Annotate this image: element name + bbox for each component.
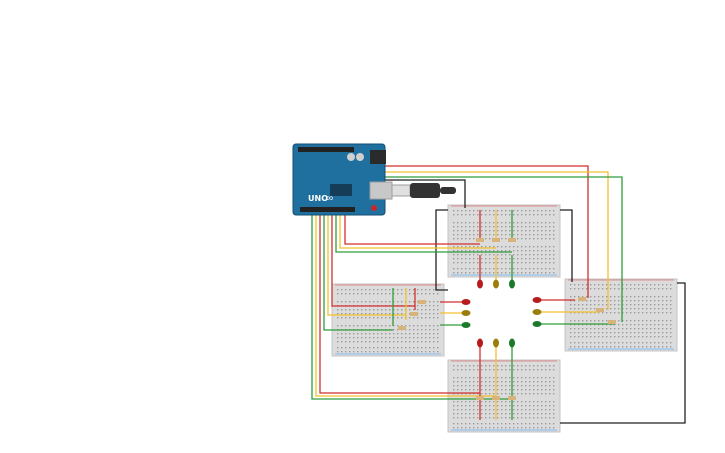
usb-port[interactable] (369, 181, 393, 200)
wire-red-south[interactable] (319, 212, 480, 394)
resistor[interactable] (492, 396, 500, 400)
resistor[interactable] (476, 238, 484, 242)
breadboard-holes (451, 360, 557, 431)
led-yellow-east[interactable] (532, 309, 542, 315)
capacitor (356, 153, 364, 161)
infinity-logo-icon: ∞ (326, 193, 333, 204)
led-red-north[interactable] (477, 279, 483, 289)
led-green-north[interactable] (509, 279, 515, 289)
breadboard-holes (568, 279, 674, 350)
usb-cable-plug[interactable] (391, 184, 411, 197)
resistor[interactable] (492, 238, 500, 242)
resistor[interactable] (608, 320, 616, 324)
arduino-uno-board[interactable]: UNO ∞ (292, 143, 456, 216)
wire-green-west[interactable] (323, 212, 393, 331)
wire-black-north-right[interactable] (560, 209, 573, 282)
led-red-south[interactable] (477, 338, 483, 348)
wire-green-north[interactable] (335, 212, 512, 253)
led-green-west[interactable] (461, 322, 471, 328)
wire-yellow-north[interactable] (339, 212, 496, 249)
led-yellow-south[interactable] (493, 338, 499, 348)
usb-cable-tail (440, 187, 456, 194)
breadboard-north[interactable] (447, 204, 561, 278)
led-red-east[interactable] (532, 297, 542, 303)
wire-green-south[interactable] (311, 212, 512, 400)
resistors (398, 238, 616, 400)
wire-black-east[interactable] (560, 282, 686, 424)
resistor[interactable] (410, 312, 418, 316)
wire-yellow-west[interactable] (327, 212, 406, 316)
breadboard-holes (451, 205, 557, 276)
resistor[interactable] (596, 308, 604, 312)
resistor[interactable] (508, 238, 516, 242)
resistor[interactable] (578, 297, 586, 301)
wire-red-north[interactable] (344, 212, 480, 245)
wire-yellow-south[interactable] (315, 212, 496, 397)
led-green-south[interactable] (509, 338, 515, 348)
resistor[interactable] (508, 396, 516, 400)
breadboard-east[interactable] (564, 278, 678, 352)
usb-cable[interactable] (410, 183, 440, 198)
capacitor (347, 153, 355, 161)
led-yellow-west[interactable] (461, 310, 471, 316)
led-yellow-north[interactable] (493, 279, 499, 289)
reset-button[interactable] (371, 205, 377, 211)
resistor[interactable] (476, 396, 484, 400)
wire-red-east[interactable] (360, 165, 589, 298)
microcontroller-chip (330, 184, 352, 196)
power-jack[interactable] (370, 150, 386, 164)
breadboard-south[interactable] (447, 359, 561, 433)
digital-header[interactable] (298, 147, 354, 152)
board-logo: UNO (308, 194, 328, 203)
resistor[interactable] (398, 326, 406, 330)
power-header[interactable] (300, 207, 355, 212)
resistor[interactable] (418, 300, 426, 304)
led-green-east[interactable] (532, 321, 542, 327)
wire-black-gnd[interactable] (370, 179, 466, 208)
wire-green-east[interactable] (350, 176, 623, 322)
led-red-west[interactable] (461, 299, 471, 305)
breadboard-west[interactable] (331, 283, 445, 357)
wire-red-west[interactable] (331, 212, 415, 307)
wire-black-north[interactable] (435, 209, 448, 291)
wire-yellow-east[interactable] (356, 171, 609, 310)
